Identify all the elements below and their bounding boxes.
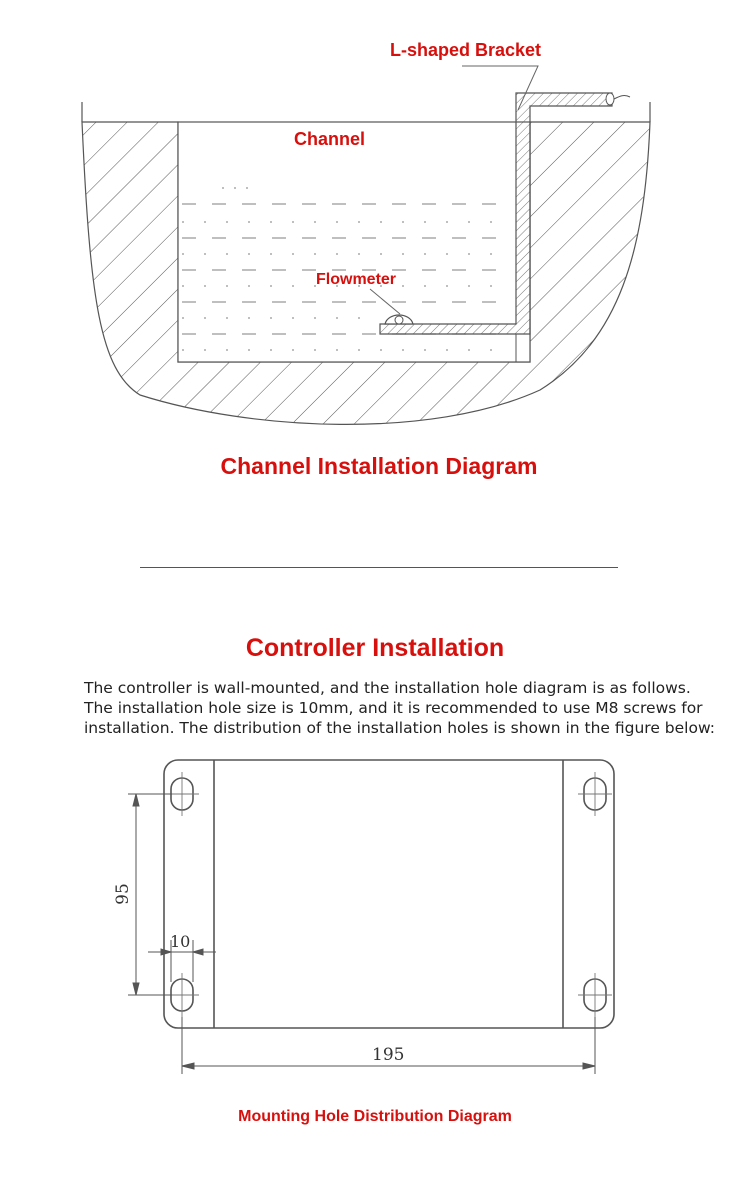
mounting-diagram-caption: Mounting Hole Distribution Diagram <box>238 1108 512 1125</box>
channel-ground <box>81 121 651 425</box>
flowmeter-sensor <box>384 314 414 325</box>
dimension-label-hole: 10 <box>170 932 191 951</box>
bracket-leader-line <box>462 65 539 111</box>
channel-diagram-caption: Channel Installation Diagram <box>220 453 538 479</box>
flowmeter-label: Flowmeter <box>316 271 397 288</box>
controller-description: The controller is wall-mounted, and the … <box>84 678 716 738</box>
flowmeter-leader-line <box>369 288 401 315</box>
description-line: The controller is wall-mounted, and the … <box>84 679 691 697</box>
bracket-label: L-shaped Bracket <box>390 40 542 60</box>
dimension-label-horizontal: 195 <box>372 1045 405 1065</box>
channel-inner <box>177 121 531 363</box>
dimension-label-vertical: 95 <box>112 883 133 905</box>
channel-installation-diagram <box>81 65 651 425</box>
description-line: installation. The distribution of the in… <box>84 719 716 737</box>
description-line: The installation hole size is 10mm, and … <box>84 699 703 717</box>
section-divider <box>140 567 618 568</box>
controller-housing <box>163 759 615 1029</box>
channel-label: Channel <box>294 129 366 149</box>
controller-heading: Controller Installation <box>245 634 505 662</box>
